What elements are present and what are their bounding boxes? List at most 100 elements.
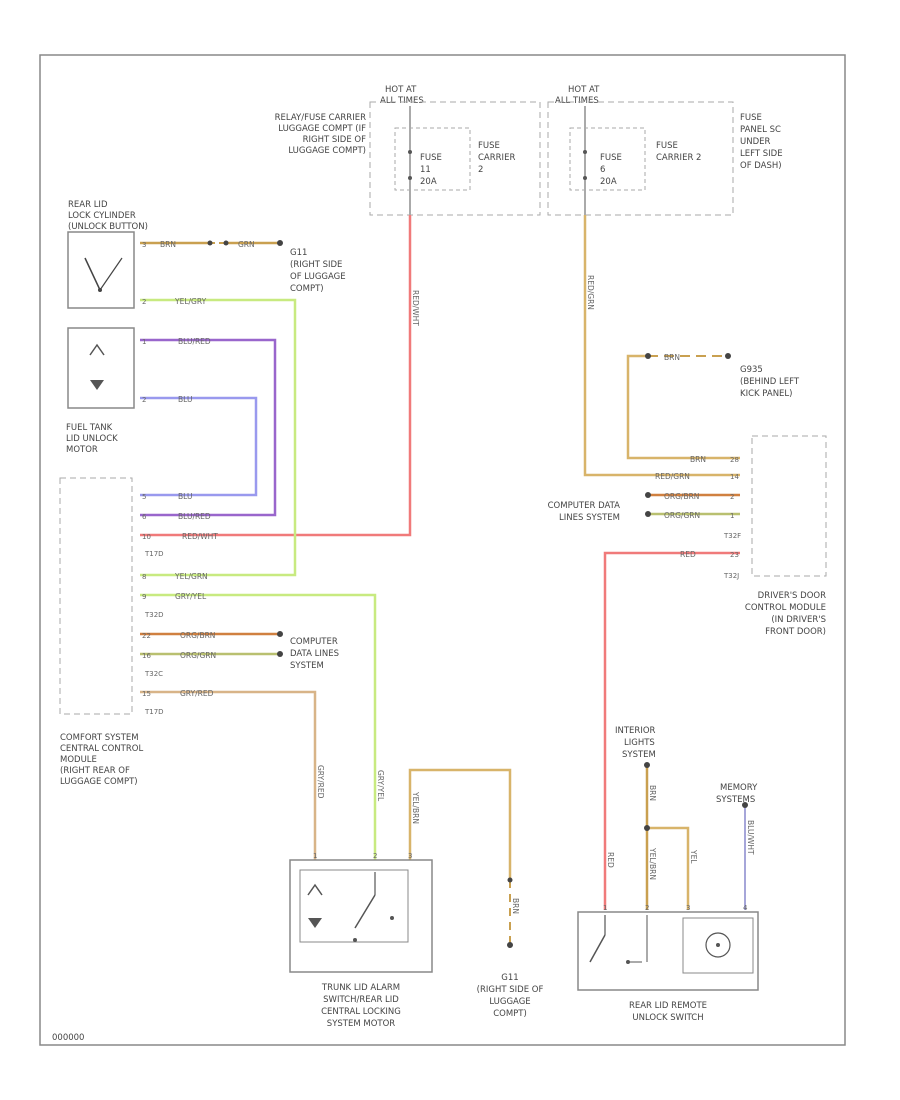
rear-lid-remote-unlock-switch: 1 2 3 4 REAR LID REMOTE UNLOCK SWITCH bbox=[577, 904, 759, 1023]
fuse-11-rating: 20A bbox=[420, 177, 437, 187]
ground-lower-1: G11 bbox=[501, 973, 518, 983]
pin-m5: 9 bbox=[142, 593, 146, 601]
wire-label-v-gry-yel: GRY/YEL bbox=[376, 770, 385, 802]
drivers-door-module-3: (IN DRIVER'S bbox=[771, 615, 826, 625]
trunk-motor-4: SYSTEM MOTOR bbox=[327, 1019, 395, 1029]
wire-label-org-brn-dd: ORG/BRN bbox=[664, 492, 699, 501]
wire-label-org-brn-1: ORG/BRN bbox=[180, 631, 215, 640]
drivers-door-control-module: 28 14 2 1 T32F 23 T32J DRIVER'S DOOR CON… bbox=[723, 435, 827, 637]
wire-label-gry-yel: GRY/YEL bbox=[175, 592, 207, 601]
trunk-motor-2: SWITCH/REAR LID bbox=[323, 995, 399, 1005]
rear-lid-remote-1: REAR LID REMOTE bbox=[629, 1001, 707, 1011]
wire-label-v-brn-il: BRN bbox=[648, 785, 657, 801]
ground-upper-4: COMPT) bbox=[290, 284, 324, 294]
connector-t17d-1: T17D bbox=[144, 550, 164, 558]
pin-dd3: 2 bbox=[730, 493, 734, 501]
fuse-panel-4: LEFT SIDE bbox=[740, 149, 783, 159]
comfort-module-1: COMFORT SYSTEM bbox=[60, 733, 139, 743]
ground-upper-2: (RIGHT SIDE bbox=[290, 260, 342, 270]
rear-lid-lock-cyl-1: REAR LID bbox=[68, 200, 108, 210]
wire-label-yel-gry-top: YEL/GRY bbox=[174, 297, 207, 306]
pin-r2: 2 bbox=[645, 904, 649, 912]
fuse-carrier-left-1: FUSE bbox=[478, 141, 500, 151]
comfort-module-4: (RIGHT REAR OF bbox=[60, 766, 130, 776]
relay-fuse-carrier-1: RELAY/FUSE CARRIER bbox=[275, 113, 366, 123]
fuel-tank-motor-1: FUEL TANK bbox=[66, 423, 113, 433]
comfort-system-module: 5 6 10 T17D 8 9 T32D 22 16 T32C 15 T17D … bbox=[59, 477, 164, 787]
wire-blue-red bbox=[140, 338, 277, 517]
wire-label-brn-g935: BRN bbox=[664, 353, 680, 362]
fuse-panel-2: PANEL SC bbox=[740, 125, 781, 135]
ground-lower-4: COMPT) bbox=[493, 1009, 527, 1019]
relay-fuse-carrier-3: RIGHT SIDE OF bbox=[303, 135, 366, 145]
pin-ft1: 1 bbox=[142, 338, 146, 346]
wire-red-green-fuse6 bbox=[583, 215, 740, 477]
wire-label-brn-dd: BRN bbox=[690, 455, 706, 464]
wire-red-white-fuse11 bbox=[140, 215, 412, 537]
hot-at-label-left-2: ALL TIMES bbox=[380, 96, 424, 106]
wire-label-v-gry-red: GRY/RED bbox=[316, 765, 325, 799]
wire-label-org-grn-dd: ORG/GRN bbox=[664, 511, 700, 520]
computer-data-left-2: DATA LINES bbox=[290, 649, 339, 659]
wire-label-v-red: RED bbox=[606, 852, 615, 868]
pin-m4: 8 bbox=[142, 573, 146, 581]
wire-yellow-green bbox=[140, 298, 297, 577]
relay-fuse-carrier-4: LUGGAGE COMPT) bbox=[288, 146, 366, 156]
pin-ft2: 2 bbox=[142, 396, 146, 404]
trunk-motor-3: CENTRAL LOCKING bbox=[321, 1007, 401, 1017]
computer-data-left-1: COMPUTER bbox=[290, 637, 338, 647]
pin-r1: 1 bbox=[603, 904, 607, 912]
memory-systems-2: SYSTEMS bbox=[716, 795, 755, 805]
fuse-6-number: 6 bbox=[600, 165, 605, 175]
wire-yellow-brown-trunk bbox=[408, 768, 512, 880]
connector-t17d-2: T17D bbox=[144, 708, 164, 716]
ground-g935-3: KICK PANEL) bbox=[740, 389, 792, 399]
pin-m8: 15 bbox=[142, 690, 151, 698]
rear-lid-remote-2: UNLOCK SWITCH bbox=[632, 1013, 703, 1023]
pin-rl1: 3 bbox=[142, 241, 146, 249]
computer-data-right-1: COMPUTER DATA bbox=[548, 501, 621, 511]
pin-r3: 3 bbox=[686, 904, 690, 912]
pin-m3: 10 bbox=[142, 533, 151, 541]
trunk-motor-1: TRUNK LID ALARM bbox=[321, 983, 400, 993]
wire-label-v-yel-il: YEL/BRN bbox=[648, 847, 657, 880]
hot-at-label-left-1: HOT AT bbox=[385, 85, 417, 95]
pin-dd2: 14 bbox=[730, 473, 739, 481]
wire-label-gry-red: GRY/RED bbox=[180, 689, 214, 698]
pin-dd4: 1 bbox=[730, 512, 734, 520]
wire-label-org-grn-1: ORG/GRN bbox=[180, 651, 216, 660]
pin-t1: 1 bbox=[313, 852, 317, 860]
wire-label-blu-mod: BLU bbox=[178, 492, 192, 501]
ground-upper-1: G11 bbox=[290, 248, 307, 258]
ground-g935-1: G935 bbox=[740, 365, 763, 375]
computer-data-right-2: LINES SYSTEM bbox=[559, 513, 620, 523]
fuse-panel-3: UNDER bbox=[740, 137, 770, 147]
fuse-carrier-right-1: FUSE bbox=[656, 141, 678, 151]
fuse-6-label: FUSE bbox=[600, 153, 622, 163]
wire-red-driver-door bbox=[603, 551, 740, 910]
drivers-door-module-1: DRIVER'S DOOR bbox=[758, 591, 826, 601]
wire-brown-g935 bbox=[626, 354, 740, 460]
right-fuse-block: HOT AT ALL TIMES FUSE 6 20A FUSE CARRIER… bbox=[547, 85, 783, 216]
wire-label-blu-top: BLU bbox=[178, 395, 192, 404]
rear-lid-lock-cyl-3: (UNLOCK BUTTON) bbox=[68, 222, 148, 232]
trunk-lid-motor: 1 2 3 TRUNK LID ALARM SWITCH/REAR LID CE… bbox=[289, 852, 433, 1029]
wire-label-red-grn-v: RED/GRN bbox=[586, 275, 595, 310]
ground-upper-3: OF LUGGAGE bbox=[290, 272, 346, 282]
wire-label-v-yel-brn: YEL/BRN bbox=[411, 791, 420, 824]
fuse-6-rating: 20A bbox=[600, 177, 617, 187]
wire-label-blu-red-top: BLU/RED bbox=[178, 337, 211, 346]
wire-label-red-wht: RED/WHT bbox=[182, 532, 218, 541]
fuel-tank-lid-unlock-motor: 1 2 FUEL TANK LID UNLOCK MOTOR bbox=[66, 327, 146, 455]
rear-lid-lock-cylinder: 3 2 REAR LID LOCK CYLINDER (UNLOCK BUTTO… bbox=[67, 200, 148, 309]
connector-t32d-1: T32D bbox=[144, 611, 164, 619]
pin-dd1: 28 bbox=[730, 456, 739, 464]
wire-label-grn: GRN bbox=[238, 240, 255, 249]
pin-m7: 16 bbox=[142, 652, 151, 660]
fuse-carrier-left-2: CARRIER bbox=[478, 153, 515, 163]
left-fuse-block: HOT AT ALL TIMES FUSE 11 20A FUSE CARRIE… bbox=[275, 85, 541, 216]
wire-label-v-yel-il2: YEL bbox=[689, 849, 698, 864]
comfort-module-5: LUGGAGE COMPT) bbox=[60, 777, 138, 787]
fuse-11-label: FUSE bbox=[420, 153, 442, 163]
wire-gray-yellow bbox=[140, 593, 377, 860]
